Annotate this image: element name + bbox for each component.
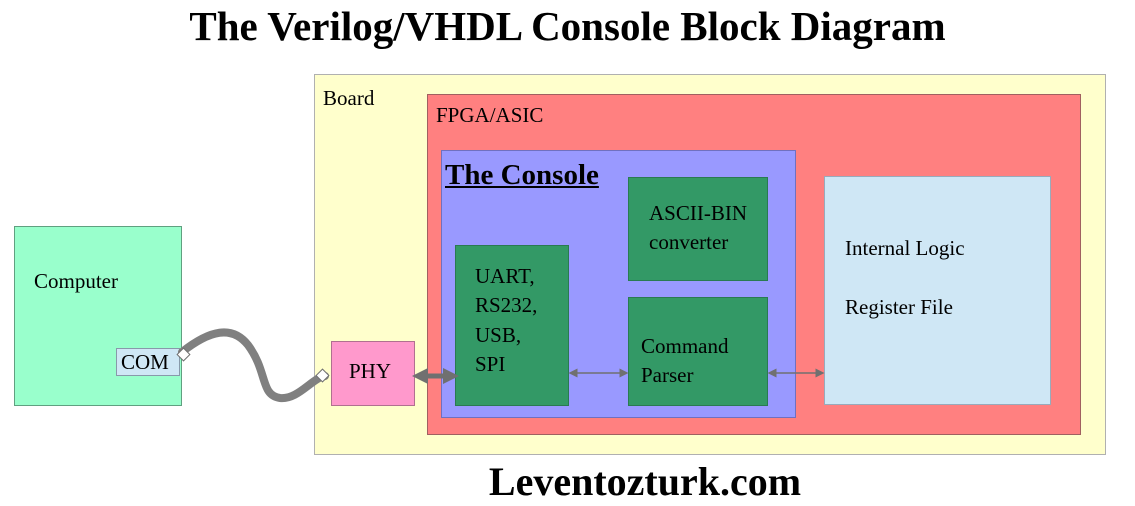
phy-block: PHY [331,341,415,406]
command-line-1: Command [641,334,729,358]
com-port: COM [116,348,180,376]
computer-block: Computer [14,226,182,406]
uart-line-3: USB, [475,322,522,347]
command-line-2: Parser [641,363,694,388]
com-label: COM [121,350,169,374]
phy-label: PHY [349,359,392,383]
cable-connector-phy [315,368,330,383]
internal-logic-label: Internal Logic [845,236,965,260]
uart-line-2: RS232, [475,293,538,318]
uart-line-4: SPI [475,352,506,377]
internal-logic-block: Internal Logic Register File [824,176,1051,405]
register-file-label: Register File [845,295,953,319]
fpga-asic-label: FPGA/ASIC [436,103,544,127]
console-label: The Console [445,159,599,191]
ascii-line-2: converter [649,230,729,255]
ascii-bin-converter-block: ASCII-BIN converter [628,177,768,281]
uart-block: UART, RS232, USB, SPI [455,245,569,406]
command-parser-block: Command Parser [628,297,768,406]
serial-cable [178,328,329,403]
diagram-title: The Verilog/VHDL Console Block Diagram [189,3,946,49]
command-parser-label: Command Parser [641,332,729,391]
computer-label: Computer [34,269,118,293]
ascii-bin-label: ASCII-BIN converter [649,199,747,258]
footer-website: Leventozturk.com [488,459,802,504]
ascii-line-1: ASCII-BIN [649,201,747,225]
uart-line-1: UART, [475,264,535,288]
uart-label: UART, RS232, USB, SPI [475,262,537,380]
board-label: Board [323,86,375,110]
cable-connector-computer [176,347,191,362]
